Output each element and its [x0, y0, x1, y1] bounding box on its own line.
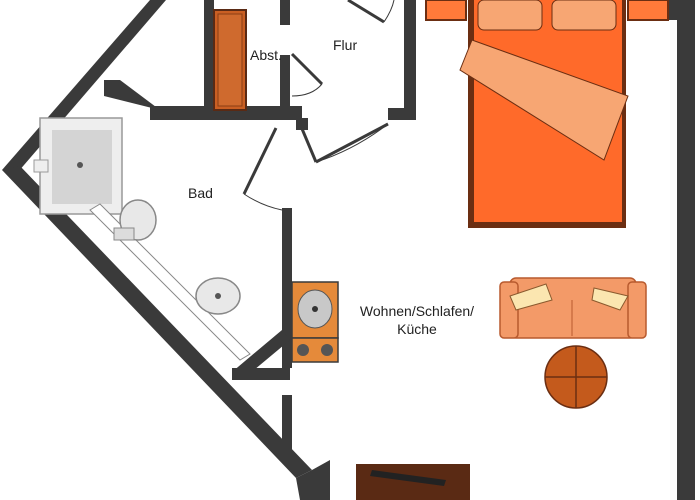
door-abst — [290, 52, 324, 86]
wall-bath-inner-h — [232, 368, 290, 380]
wall-lower-diagonal — [2, 166, 312, 478]
wall-top-right — [666, 0, 680, 20]
bed-icon — [425, 0, 669, 228]
wall-bath-inner-diag — [232, 330, 290, 380]
room-label-wohnen-line2: Küche — [397, 321, 437, 337]
door-flur-bottom — [298, 123, 318, 163]
wall-bath-right — [282, 208, 292, 368]
kitchen-sink-icon — [291, 281, 339, 339]
washbasin-icon — [195, 277, 241, 315]
room-label-wohnen-line1: Wohnen/Schlafen/ — [359, 303, 475, 319]
wall-right — [677, 0, 695, 500]
room-label-wohnen: Wohnen/Schlafen/ Küche — [354, 302, 480, 338]
round-table-icon — [544, 345, 608, 409]
toilet-icon — [113, 199, 157, 241]
wall-flur-bottom — [388, 108, 416, 120]
wall-flur-right — [404, 0, 416, 120]
wall-abst-right — [280, 55, 290, 115]
sofa-icon — [499, 277, 647, 339]
wall-corner — [280, 0, 290, 25]
wall-bath-right-lower — [282, 395, 292, 450]
room-label-flur: Flur — [333, 37, 358, 53]
door-flur-top — [347, 0, 385, 24]
shower-icon — [33, 117, 123, 215]
bath-counter — [89, 203, 251, 361]
door-bad — [242, 127, 278, 195]
wall-stub — [296, 118, 308, 130]
wardrobe-icon — [213, 9, 247, 111]
stove-icon — [291, 337, 339, 363]
wall-bath-top-h — [150, 106, 302, 120]
wall-bottom-left — [296, 460, 330, 500]
wall-bath-top — [104, 80, 160, 110]
tv-stand-icon — [356, 464, 470, 500]
wall-abst-left — [204, 0, 214, 112]
room-label-abst: Abst. — [250, 47, 282, 63]
doors — [242, 0, 395, 211]
room-label-bad: Bad — [188, 185, 213, 201]
